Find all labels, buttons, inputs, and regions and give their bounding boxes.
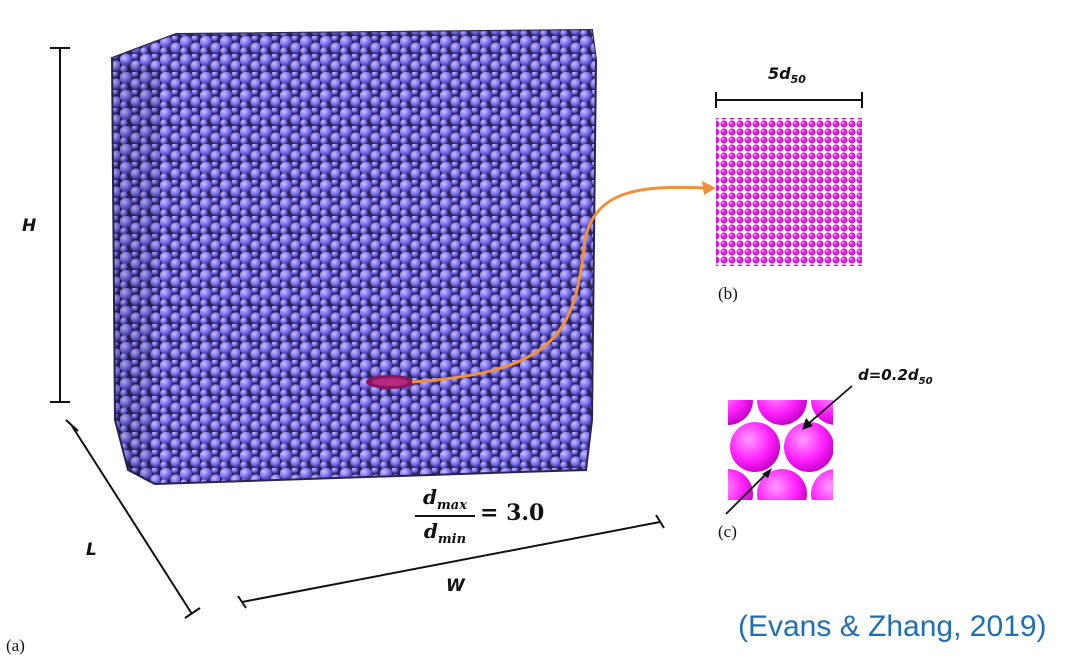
sample-size-dimension [715, 92, 863, 108]
particle-block-side [112, 58, 160, 484]
panel-b-label: (b) [718, 284, 738, 303]
pointer-head-lower [762, 468, 772, 478]
width-dimension [237, 514, 665, 609]
height-label: H [22, 216, 37, 236]
zoom-arrow-head [702, 181, 716, 195]
zoom-arrow [411, 185, 707, 384]
panel-c-label: (c) [718, 522, 737, 541]
height-dimension [50, 47, 70, 403]
panel-a-label: (a) [6, 636, 25, 655]
particle-diameter-label: d=0.2d50 [858, 366, 933, 387]
particle-diameter-pointer [725, 385, 853, 515]
particle-block-front [110, 28, 598, 486]
particle-closeup [728, 400, 833, 500]
ratio-value: = 3.0 [480, 500, 545, 526]
citation: (Evans & Zhang, 2019) [738, 610, 1047, 643]
particle-block-top [112, 30, 596, 70]
ratio-numerator: dmax [423, 485, 467, 513]
sample-region-inner [372, 378, 408, 386]
fraction-bar [415, 515, 475, 517]
ratio-denominator: dmin [423, 519, 467, 547]
sample-grid-view [716, 118, 862, 266]
pointer-head-upper [802, 418, 813, 430]
sample-size-label: 5d50 [768, 64, 806, 87]
ratio-equation-fraction: dmax dmin [415, 485, 475, 547]
length-dimension [65, 419, 201, 619]
width-label: W [446, 576, 465, 596]
length-label: L [86, 540, 97, 560]
